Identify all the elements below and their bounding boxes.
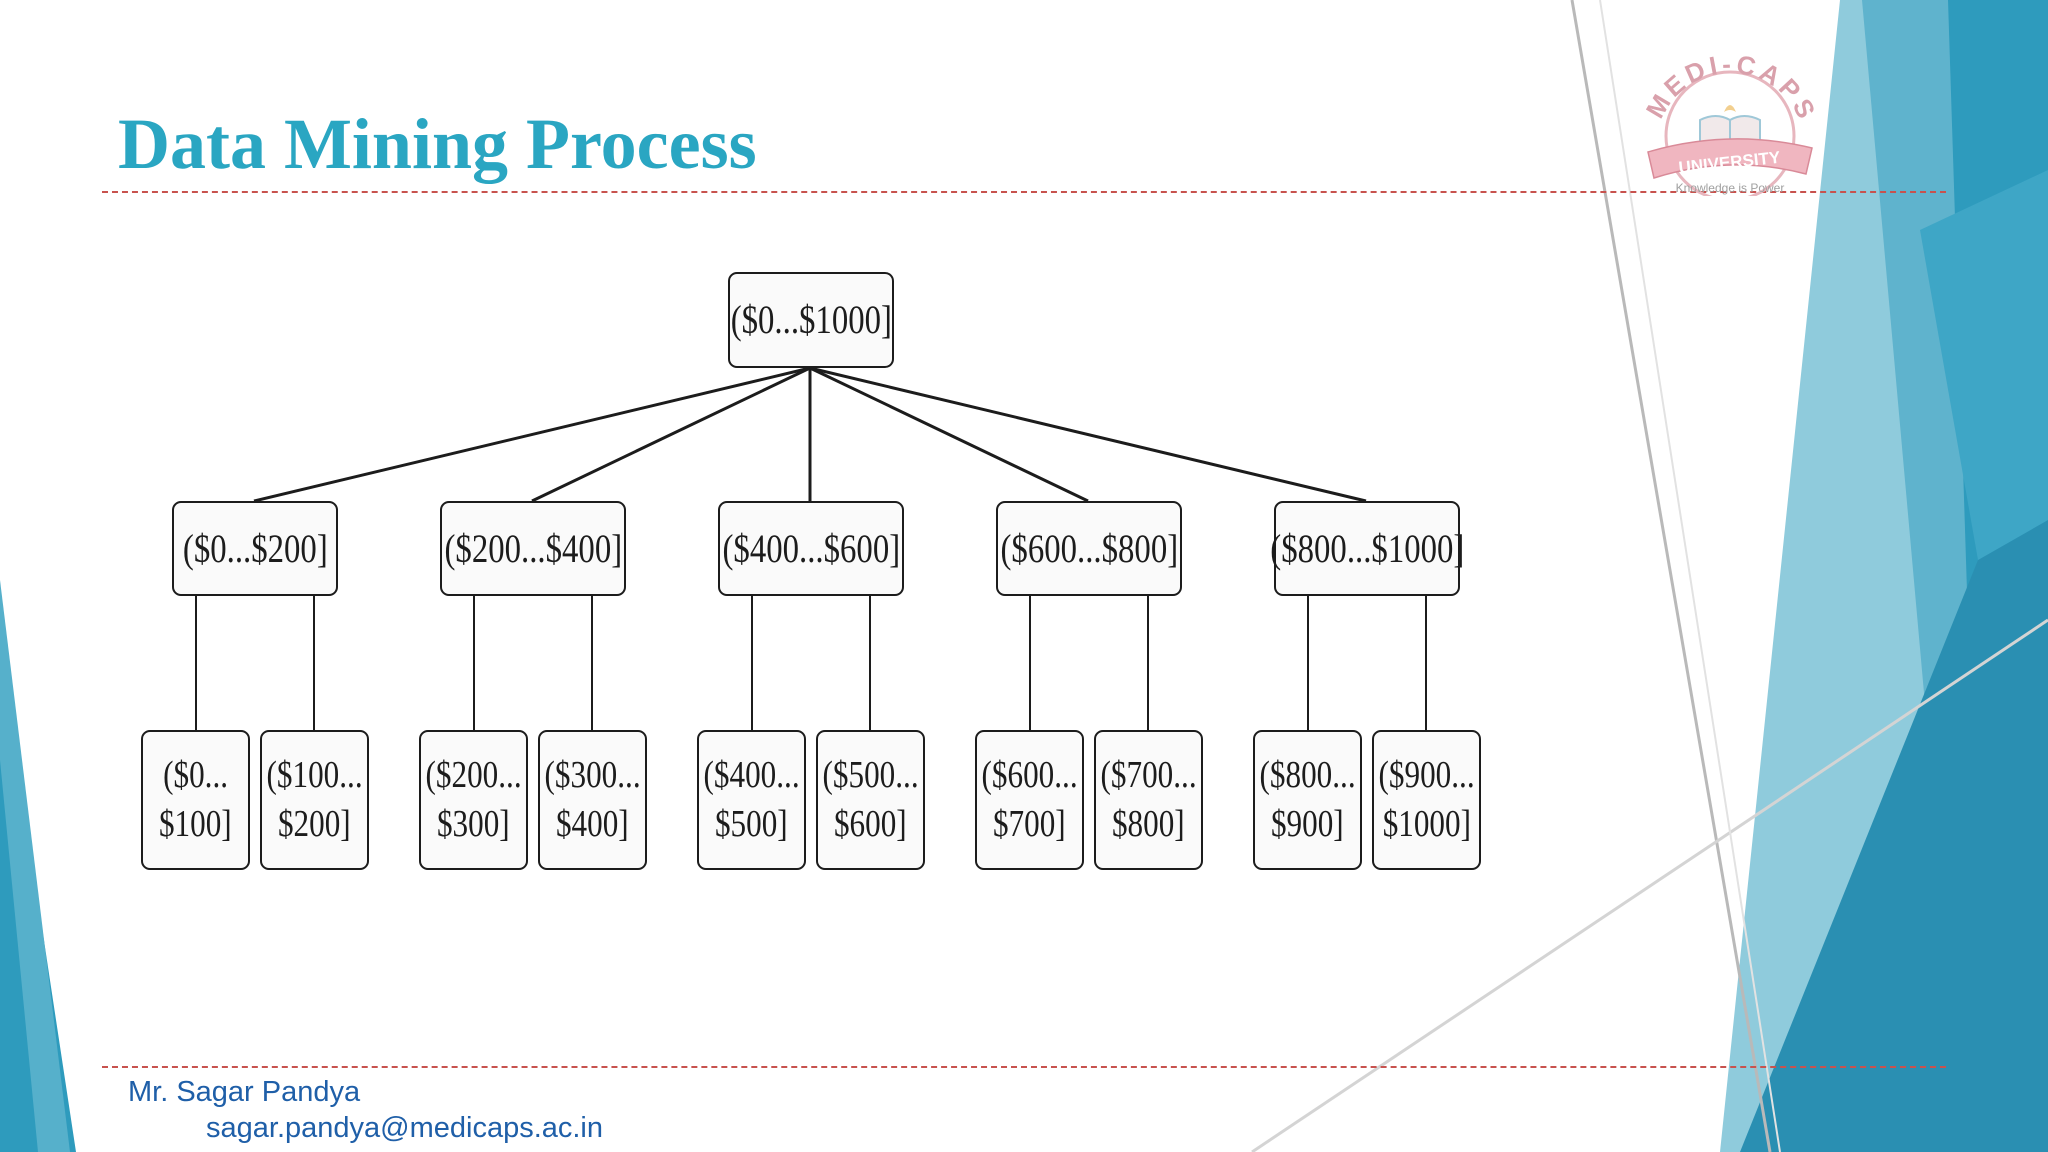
tree-leaf-node: ($100... $200]: [260, 730, 369, 870]
bg-panel-lower: [1740, 520, 2048, 1152]
tree-leaf-node: ($700... $800]: [1094, 730, 1203, 870]
leaf-label-line1: ($300...: [544, 753, 641, 796]
leaf-label-line2: $1000]: [1382, 803, 1471, 845]
bg-panel-edge: [1920, 170, 2048, 560]
bg-line-cross: [1251, 618, 2048, 1152]
leaf-label-line1: ($600...: [981, 753, 1078, 796]
author-email: sagar.pandya@medicaps.ac.in: [206, 1112, 604, 1144]
tree-leaf-node: ($300... $400]: [538, 730, 647, 870]
leaf-label-line1: ($100...: [266, 753, 363, 796]
leaf-edges: [195, 596, 1427, 730]
tree-node-level1: ($0...$200]: [172, 501, 338, 596]
node-label: ($600...$800]: [1000, 525, 1178, 571]
leaf-label-line2: $200]: [278, 803, 351, 845]
tree-leaf-node: ($900... $1000]: [1372, 730, 1481, 870]
logo-tagline: Knowledge is Power: [1676, 181, 1785, 195]
university-logo: MEDI-CAPS UNIVERSITY Knowledge is Power: [1640, 49, 1819, 196]
leaf-label-line2: $100]: [159, 803, 232, 845]
leaf-label-line2: $400]: [556, 803, 629, 845]
edge-root-0: [253, 366, 811, 503]
edge-root-1: [531, 366, 811, 503]
tree-node-level1: ($400...$600]: [718, 501, 904, 596]
node-label: ($0...$1000]: [730, 297, 892, 342]
tree-leaf-node: ($200... $300]: [419, 730, 528, 870]
node-label: ($200...$400]: [444, 525, 622, 571]
node-label: ($800...$1000]: [1269, 525, 1465, 571]
leaf-label-line1: ($900...: [1378, 753, 1475, 796]
tree-leaf-node: ($0... $100]: [141, 730, 250, 870]
leaf-label-line1: ($200...: [425, 753, 522, 796]
tree-leaf-node: ($600... $700]: [975, 730, 1084, 870]
leaf-label-line1: ($400...: [703, 753, 800, 796]
leaf-label-line1: ($700...: [1100, 753, 1197, 796]
tree-leaf-node: ($500... $600]: [816, 730, 925, 870]
title-divider: [102, 191, 1946, 193]
leaf-label-line2: $700]: [993, 803, 1066, 845]
footer-divider: [102, 1066, 1946, 1068]
leaf-label-line2: $500]: [715, 803, 788, 845]
node-label: ($0...$200]: [182, 525, 328, 571]
leaf-label-line2: $800]: [1112, 803, 1185, 845]
tree-node-level1: ($800...$1000]: [1270, 501, 1464, 596]
author-name: Mr. Sagar Pandya: [128, 1076, 361, 1108]
slide-title: Data Mining Process: [118, 104, 757, 184]
leaf-label-line1: ($0...: [163, 753, 228, 796]
tree-node-level1: ($600...$800]: [996, 501, 1182, 596]
bg-left-sliver-light: [0, 580, 70, 1152]
leaf-label-line1: ($800...: [1259, 753, 1356, 796]
tree-root-node: ($0...$1000]: [728, 272, 894, 368]
node-label: ($400...$600]: [722, 525, 900, 571]
tree-node-level1: ($200...$400]: [440, 501, 626, 596]
tree-leaf-node: ($400... $500]: [697, 730, 806, 870]
edge-root-3: [809, 366, 1089, 503]
leaf-label-line2: $900]: [1271, 803, 1344, 845]
tree-leaf-node: ($800... $900]: [1253, 730, 1362, 870]
logo-ribbon: [1647, 138, 1813, 179]
leaf-label-line2: $600]: [834, 803, 907, 845]
leaf-label-line1: ($500...: [822, 753, 919, 796]
edge-root-4: [809, 366, 1367, 503]
logo-ring: [1664, 70, 1796, 196]
root-edges: [253, 366, 1367, 503]
leaf-label-line2: $300]: [437, 803, 510, 845]
